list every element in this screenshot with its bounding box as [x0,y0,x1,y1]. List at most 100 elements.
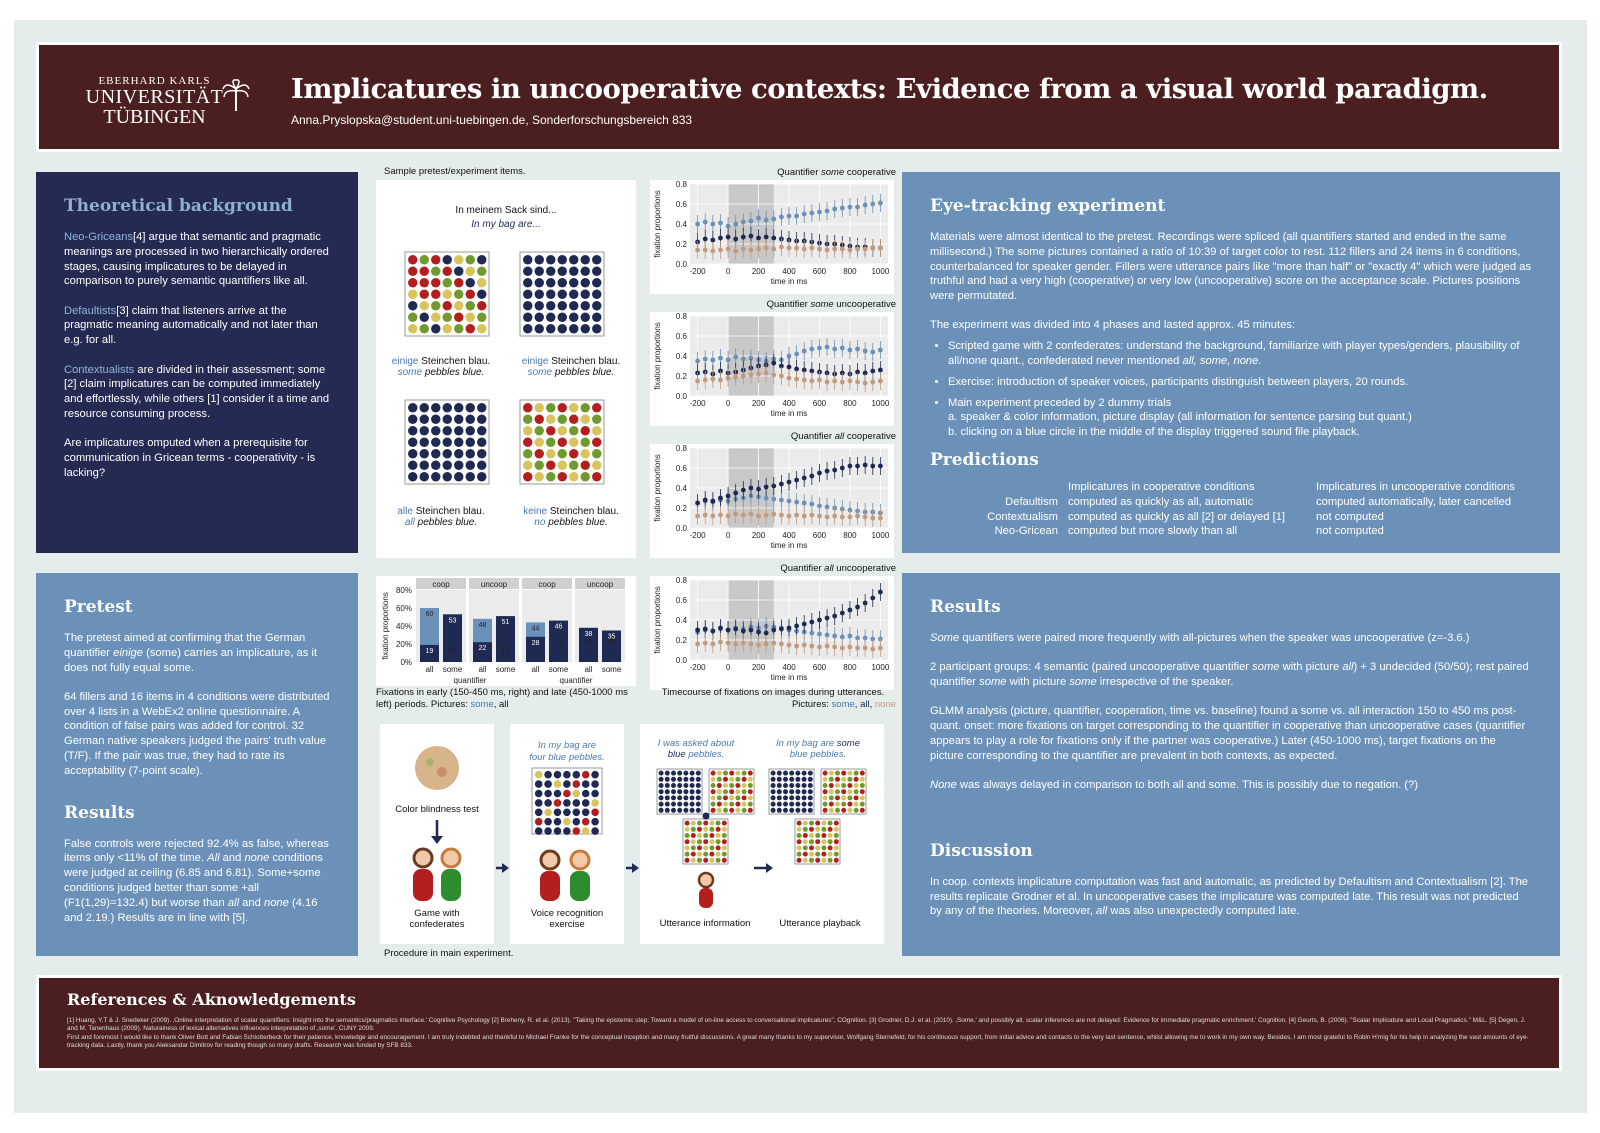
data-point-all [725,234,731,240]
pebble [789,789,795,795]
xtick-label: 600 [813,663,827,672]
pebble [735,776,741,782]
data-point-all [725,627,731,633]
pebble [465,278,475,288]
eyetracking-p2: The experiment was divided into 4 phases… [930,319,1296,332]
pebble [835,807,840,813]
bar-xtick-label: all [584,665,592,674]
bar-value-label: 38 [585,631,593,638]
data-point-some [763,495,769,501]
pebble [695,770,701,776]
data-point-some [778,214,784,220]
xtick-label: -200 [690,663,707,672]
pebble [828,807,834,813]
ytick-label: 0.4 [676,220,688,229]
data-point-none [771,511,777,517]
pebble [822,795,828,801]
data-point-all [801,367,807,373]
data-point-some [771,216,777,222]
pebble [465,449,475,459]
item-label-4: keine Steinchen blau.no pebbles blue. [506,506,636,528]
pebble [841,776,847,782]
pebble [835,789,840,795]
results-heading: Results [930,597,1001,617]
pebble [715,826,721,832]
data-point-all [763,234,769,240]
pebble [569,255,579,265]
title-a: Quantifier [780,563,824,574]
pebble [553,770,562,779]
pebble [684,845,690,851]
data-point-all [740,487,746,493]
p2d: with picture [1006,676,1070,689]
pebble [523,289,533,299]
pebble [569,437,579,447]
pebble [431,266,441,276]
data-point-some [809,630,815,636]
data-point-some [847,204,853,210]
pebble [442,460,452,470]
ylabel: fixation proportions [653,586,662,654]
data-point-none [824,379,830,385]
data-point-some [725,223,731,229]
title-a: Quantifier [791,431,835,442]
data-point-some [801,348,807,354]
pebble [658,783,664,788]
pebble [847,789,853,795]
pebble [408,472,418,482]
pebble [546,426,556,436]
pebble [431,460,441,470]
pebble [534,817,543,826]
pebble [809,826,814,832]
data-point-none [832,378,838,384]
pebble [747,801,753,807]
data-point-some [847,347,853,353]
pebble [827,845,833,851]
pred-row-uncoop: not computed [1316,510,1384,523]
pebble [454,289,464,299]
timecourse-caption: Timecourse of fixations on images during… [661,687,896,710]
pebble [828,783,834,788]
xtick-label: 200 [752,267,766,276]
pebble [723,789,728,795]
pebble [671,783,676,788]
q-de-2: einige [521,356,549,367]
pebble [827,839,833,845]
pebble [477,255,487,265]
pebble [815,839,821,845]
pebble [572,789,581,798]
data-point-some [855,635,860,641]
data-point-all [748,485,754,491]
pebble [684,826,690,832]
pebble [431,278,441,288]
pebble [557,460,567,470]
en-2: pebbles blue. [552,367,615,378]
pebble [795,770,801,776]
data-point-none [733,374,739,380]
disc-p1b: was also unexpectedly computed late. [1107,905,1300,918]
pebble [853,783,859,788]
pebble [546,403,556,413]
pebble [671,789,676,795]
xtick-label: 0 [726,663,731,672]
pebble [546,255,556,265]
pebble [664,807,670,813]
pebble [592,324,602,334]
pebble [569,460,579,470]
pebble [684,820,690,826]
q-de-1: einige [391,356,419,367]
pebble [477,437,487,447]
pebble [847,783,853,788]
pebble [853,776,859,782]
pebble [789,776,795,782]
data-point-none [870,515,876,521]
data-point-some [877,200,883,206]
pebble [557,426,567,436]
pebble [477,449,487,459]
data-point-some [870,201,876,207]
pebble [580,301,590,311]
pebble [591,770,599,779]
